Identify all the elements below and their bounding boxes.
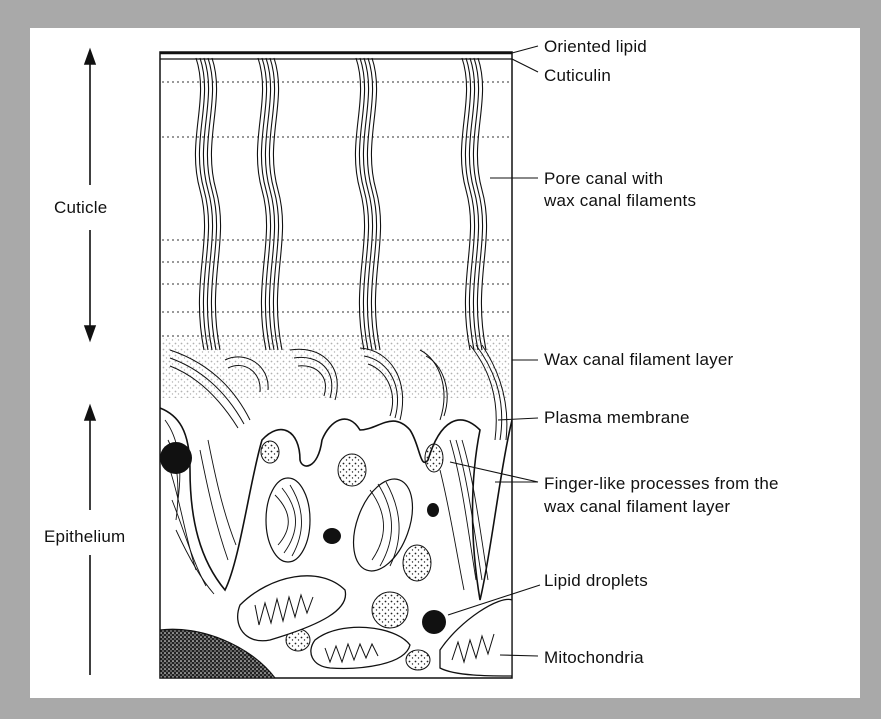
cuticle-epithelium-diagram	[30, 28, 860, 698]
label-pore-canal-line2: wax canal filaments	[544, 190, 696, 212]
label-cuticle: Cuticle	[54, 197, 107, 219]
lipid-droplet-stippled	[403, 545, 431, 581]
figure-panel: Cuticle Epithelium Oriented lipid Cuticu…	[30, 28, 860, 698]
label-mitochondria: Mitochondria	[544, 647, 644, 669]
label-oriented-lipid: Oriented lipid	[544, 36, 647, 58]
lipid-droplet-black	[160, 442, 192, 474]
label-cuticulin: Cuticulin	[544, 65, 611, 87]
lipid-droplet-stippled	[425, 444, 443, 472]
lipid-droplet-stippled	[261, 441, 279, 463]
label-wax-canal-filament-layer: Wax canal filament layer	[544, 349, 733, 371]
lipid-droplet-black	[422, 610, 446, 634]
cuticle-arrow	[85, 50, 95, 340]
label-finger-processes-line1: Finger-like processes from the	[544, 473, 779, 495]
lipid-droplet-stippled	[338, 454, 366, 486]
lipid-droplet-black	[427, 503, 439, 517]
label-plasma-membrane: Plasma membrane	[544, 407, 690, 429]
label-lipid-droplets: Lipid droplets	[544, 570, 648, 592]
label-finger-processes-line2: wax canal filament layer	[544, 496, 730, 518]
label-pore-canal-line1: Pore canal with	[544, 168, 663, 190]
lipid-droplet-stippled	[372, 592, 408, 628]
label-epithelium: Epithelium	[44, 526, 125, 548]
lipid-droplet-stippled	[406, 650, 430, 670]
lipid-droplet-black	[323, 528, 341, 544]
